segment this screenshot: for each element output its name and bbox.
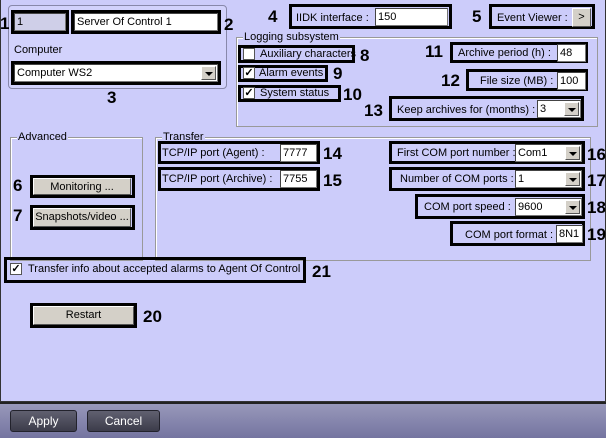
server-name-field[interactable]: Server Of Control 1 <box>74 13 218 31</box>
first-com-select[interactable]: Com1 <box>515 144 582 162</box>
highlight-19 <box>450 221 585 246</box>
callout-13: 13 <box>364 101 383 120</box>
restart-button[interactable]: Restart <box>33 306 134 325</box>
archive-period-label: Archive period (h) : <box>458 47 551 59</box>
callout-3: 3 <box>107 88 117 107</box>
archive-period-input[interactable]: 48 <box>557 44 586 62</box>
computer-label: Computer <box>14 44 63 56</box>
callout-19: 19 <box>587 225 606 244</box>
first-com-label: First COM port number : <box>397 147 516 159</box>
apply-button[interactable]: Apply <box>10 410 77 432</box>
callout-8: 8 <box>360 46 370 65</box>
alarm-label: Alarm events <box>259 67 324 79</box>
highlight-6 <box>30 175 135 198</box>
callout-14: 14 <box>323 144 342 163</box>
chevron-down-icon[interactable] <box>565 200 580 214</box>
transfer-alarms-checkbox[interactable]: ✓ <box>10 263 22 275</box>
highlight-2 <box>71 10 221 34</box>
callout-16: 16 <box>587 145 606 164</box>
file-size-input[interactable]: 100 <box>557 72 586 90</box>
advanced-title: Advanced <box>17 131 68 143</box>
callout-15: 15 <box>323 171 342 190</box>
archive-port-input[interactable]: 7755 <box>280 170 317 188</box>
highlight-10 <box>238 85 341 102</box>
num-com-value: 1 <box>518 173 525 185</box>
callout-1: 1 <box>0 14 10 33</box>
alarm-checkbox[interactable]: ✓ <box>243 67 255 79</box>
com-speed-select[interactable]: 9600 <box>515 198 582 216</box>
highlight-14 <box>158 141 320 164</box>
chevron-down-icon[interactable] <box>564 102 579 116</box>
callout-21: 21 <box>312 262 331 281</box>
transfer-title: Transfer <box>162 131 205 143</box>
first-com-value: Com1 <box>518 147 548 159</box>
callout-9: 9 <box>333 64 343 83</box>
file-size-label: File size (MB) : <box>480 75 554 87</box>
num-com-select[interactable]: 1 <box>515 170 582 188</box>
callout-10: 10 <box>343 85 362 104</box>
chevron-down-icon[interactable] <box>565 146 580 160</box>
keep-archives-select[interactable]: 3 <box>537 100 581 118</box>
aux-label: Auxiliary characters <box>260 48 356 60</box>
callout-6: 6 <box>13 176 23 195</box>
monitoring-button[interactable]: Monitoring ... <box>33 178 131 195</box>
status-label: System status <box>260 87 330 99</box>
callout-2: 2 <box>224 15 234 34</box>
callout-11: 11 <box>425 42 443 61</box>
status-checkbox[interactable]: ✓ <box>243 87 255 99</box>
chevron-down-icon[interactable] <box>201 66 216 80</box>
computer-select[interactable]: Computer WS2 <box>14 64 218 82</box>
callout-17: 17 <box>587 171 606 190</box>
event-viewer-button[interactable]: > <box>572 8 591 27</box>
highlight-21 <box>4 257 306 283</box>
highlight-16 <box>389 141 585 164</box>
callout-5: 5 <box>472 7 482 26</box>
server-id-field[interactable]: 1 <box>14 13 66 31</box>
cancel-button[interactable]: Cancel <box>87 410 160 432</box>
highlight-8 <box>238 45 355 63</box>
agent-port-input[interactable]: 7777 <box>280 144 317 162</box>
transfer-alarms-label: Transfer info about accepted alarms to A… <box>28 263 301 275</box>
archive-port-label: TCP/IP port (Archive) : <box>162 173 273 185</box>
com-format-label: COM port format : <box>465 229 554 241</box>
callout-12: 12 <box>441 71 460 90</box>
event-viewer-label: Event Viewer : <box>497 12 568 24</box>
transfer-group: Transfer <box>155 131 591 261</box>
callout-18: 18 <box>587 198 606 217</box>
callout-20: 20 <box>143 307 162 326</box>
chevron-down-icon[interactable] <box>565 172 580 186</box>
highlight-9 <box>238 65 328 82</box>
computer-value: Computer WS2 <box>17 67 93 79</box>
highlight-5 <box>489 4 595 29</box>
snapshots-button[interactable]: Snapshots/video ... <box>33 208 131 227</box>
com-format-input[interactable]: 8N1 <box>556 225 583 243</box>
com-speed-label: COM port speed : <box>424 201 511 213</box>
highlight-12 <box>466 69 588 91</box>
highlight-17 <box>389 167 585 191</box>
com-speed-value: 9600 <box>518 201 543 213</box>
num-com-label: Number of COM ports : <box>400 173 514 185</box>
logging-title: Logging subsystem <box>243 31 340 43</box>
aux-checkbox[interactable] <box>243 48 255 60</box>
callout-4: 4 <box>268 7 278 26</box>
highlight-4 <box>289 4 452 29</box>
footer-bar: Apply Cancel <box>0 402 606 438</box>
highlight-11 <box>450 42 588 63</box>
highlight-1 <box>11 10 69 34</box>
callout-7: 7 <box>13 206 23 225</box>
logging-group: Logging subsystem <box>236 31 598 127</box>
keep-archives-value: 3 <box>540 103 547 115</box>
advanced-group: Advanced <box>10 131 143 261</box>
highlight-20 <box>30 303 137 328</box>
highlight-7 <box>30 205 135 230</box>
iidk-input[interactable]: 150 <box>375 8 448 26</box>
agent-port-label: TCP/IP port (Agent) : <box>162 147 265 159</box>
highlight-3 <box>11 61 221 85</box>
keep-archives-label: Keep archives for (months) : <box>397 104 536 116</box>
highlight-15 <box>158 167 320 191</box>
iidk-label: IIDK interface : <box>296 12 369 24</box>
highlight-13 <box>389 96 584 121</box>
highlight-18 <box>415 194 585 219</box>
